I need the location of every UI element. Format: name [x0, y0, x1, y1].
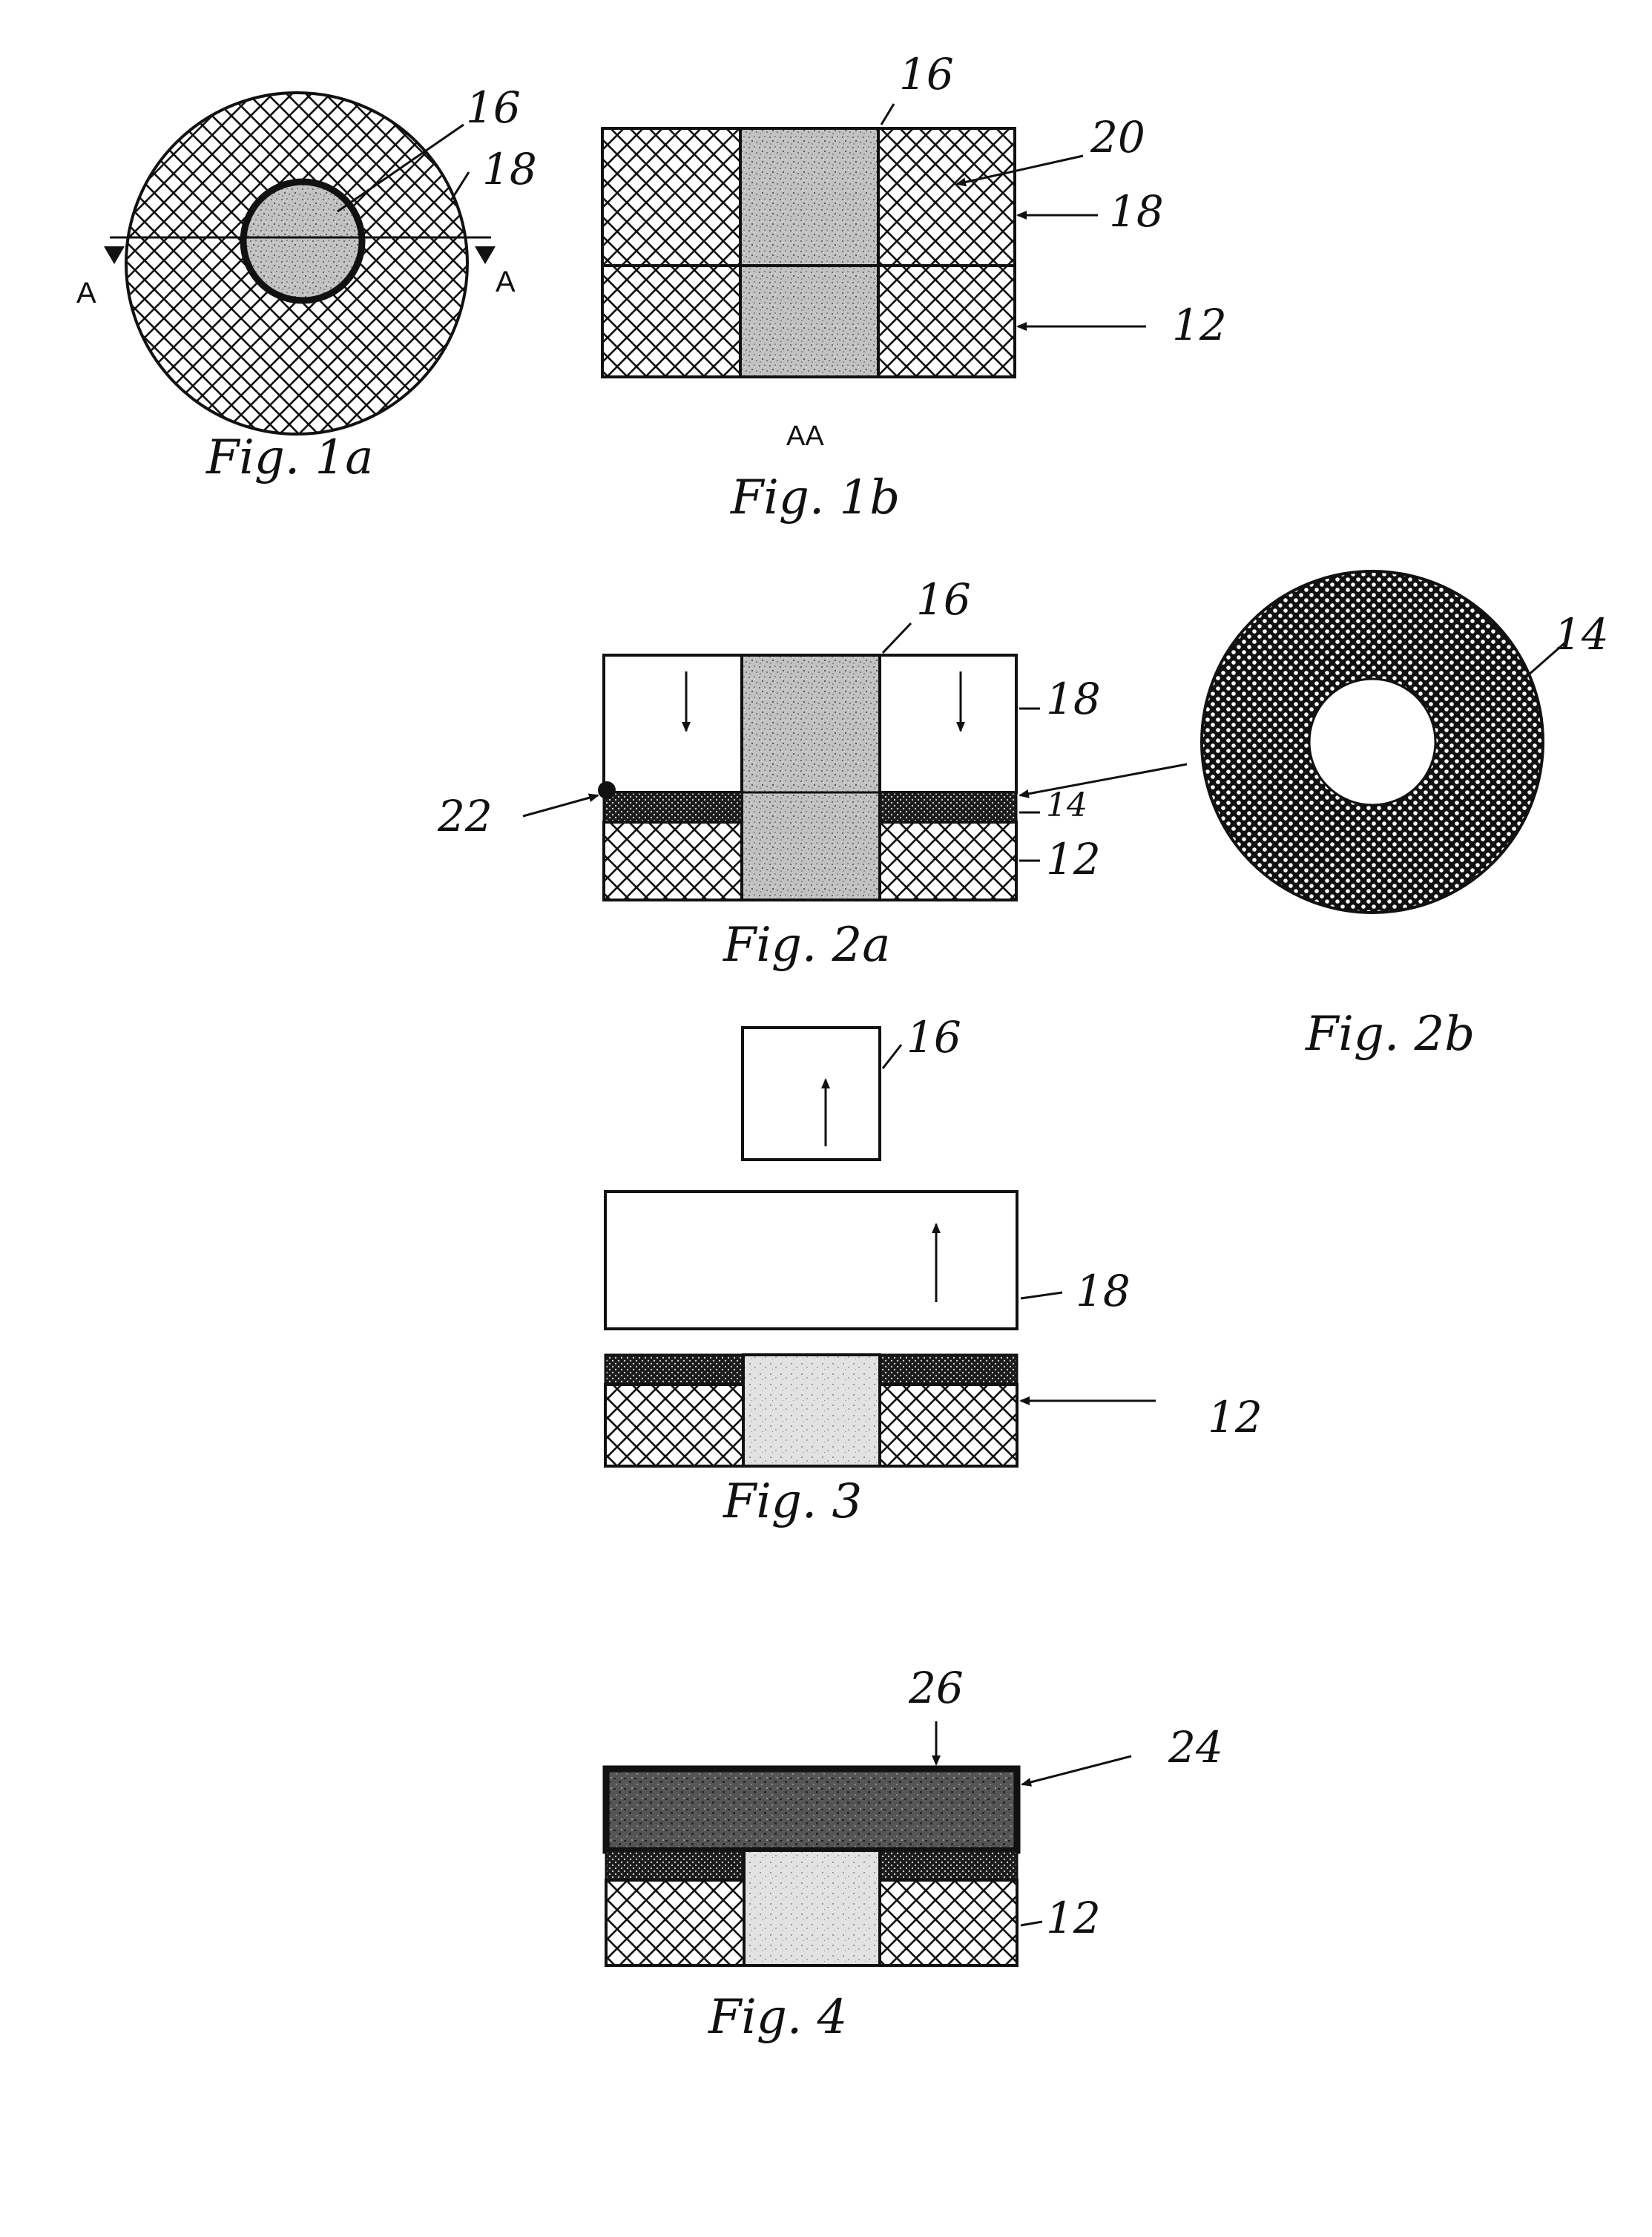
layer-left	[605, 1355, 743, 1384]
core-16	[742, 655, 880, 900]
center-hole	[1309, 679, 1435, 805]
section-arrow-right	[475, 246, 496, 264]
ref-18: 18	[1046, 674, 1101, 724]
fig-1a-caption: Fig. 1a	[205, 430, 373, 485]
upper-right-block-18	[880, 655, 1016, 792]
ref-16: 16	[899, 49, 954, 99]
top-plate-24	[606, 1769, 1017, 1850]
base-left-12	[606, 1880, 744, 1965]
fig-1a: A A 16 18 Fig. 1a	[76, 82, 537, 485]
core-16-lifted	[743, 1028, 880, 1160]
layer-left	[606, 1850, 744, 1880]
upper-core-16	[740, 128, 878, 266]
ref-16: 16	[916, 574, 971, 625]
ref-18: 18	[482, 144, 537, 194]
ref-18: 18	[1076, 1266, 1131, 1316]
base-right-12	[880, 1880, 1017, 1965]
fig-2b-caption: Fig. 2b	[1305, 1007, 1475, 1062]
ref-12: 12	[1046, 834, 1101, 884]
bead-22	[598, 781, 616, 799]
layer-right	[880, 1355, 1017, 1384]
ref-12: 12	[1046, 1893, 1101, 1943]
ref-14: 14	[1046, 786, 1087, 824]
ref-14: 14	[1554, 609, 1609, 660]
leader-16	[883, 1045, 901, 1068]
upper-right-block-18	[878, 128, 1015, 266]
fig-2a: 16 18 22 14 12 Fig. 2a	[437, 574, 1187, 973]
core-16	[243, 182, 362, 300]
fig-4-caption: Fig. 4	[708, 1990, 847, 2045]
section-mark-right: A	[496, 266, 516, 298]
leader-22	[523, 795, 598, 816]
lower-right-block-12	[878, 266, 1015, 377]
ref-12: 12	[1172, 300, 1227, 350]
ref-16: 16	[466, 82, 521, 133]
lower-core	[740, 266, 878, 377]
leader-18	[1021, 1292, 1062, 1298]
fig-2a-caption: Fig. 2a	[723, 918, 890, 973]
fig-4: 26 24 12 Fig. 4	[606, 1663, 1223, 2045]
leader-24	[1022, 1756, 1131, 1784]
base-left-12	[605, 1384, 743, 1466]
ref-24: 24	[1168, 1722, 1223, 1773]
leader-12	[1021, 1922, 1042, 1925]
layer-14-left	[604, 792, 742, 822]
ref-26: 26	[908, 1663, 964, 1713]
fig-1b-caption: Fig. 1b	[730, 470, 900, 525]
base-right-12	[880, 1384, 1017, 1466]
leader-16	[881, 104, 894, 125]
leader-18	[451, 172, 469, 200]
leader-14	[1020, 764, 1187, 795]
layer-right	[880, 1850, 1017, 1880]
base-core	[743, 1355, 880, 1466]
ref-20: 20	[1090, 112, 1145, 162]
upper-left-block-18	[602, 128, 740, 266]
ref-18: 18	[1109, 186, 1164, 237]
base-core	[744, 1850, 880, 1965]
fig-3-caption: Fig. 3	[723, 1474, 862, 1529]
fig-3: 16 18 12 Fig. 3	[605, 1012, 1263, 1529]
ref-16: 16	[906, 1012, 961, 1062]
section-label-aa: AA	[786, 421, 824, 452]
section-mark-left: A	[76, 277, 96, 309]
lower-left-block-12	[602, 266, 740, 377]
ref-22: 22	[437, 791, 493, 841]
fig-2b: 14 Fig. 2b	[1202, 571, 1609, 1062]
ref-12: 12	[1208, 1392, 1263, 1442]
layer-14-right	[880, 792, 1016, 822]
plate-18-lifted	[605, 1192, 1017, 1329]
base-left-12	[604, 822, 742, 900]
base-right-12	[880, 822, 1016, 900]
fig-1b: 16 20 18 12 AA Fig. 1b	[602, 49, 1227, 525]
section-arrow-left	[104, 246, 125, 264]
upper-left-block-18	[604, 655, 742, 792]
leader-16	[883, 623, 911, 653]
